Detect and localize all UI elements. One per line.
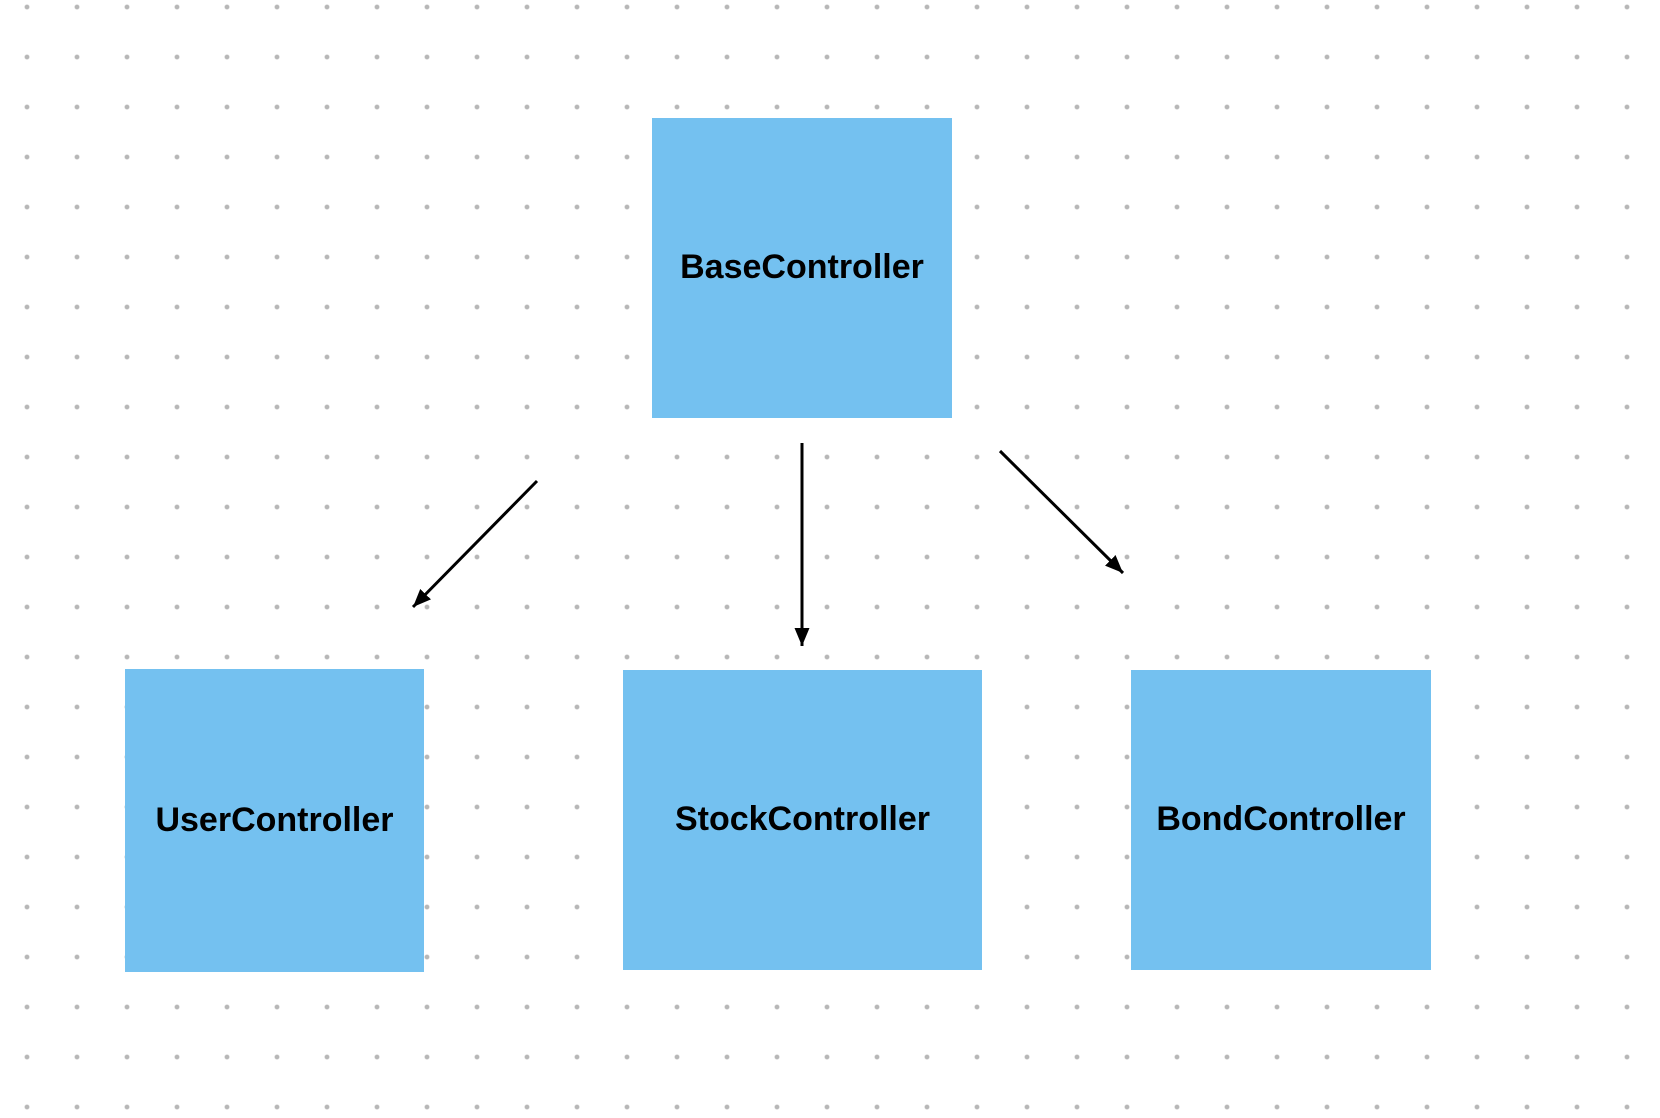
arrow-base-to-user[interactable] [411, 479, 539, 609]
node-basecontroller[interactable]: BaseController [652, 118, 952, 418]
node-usercontroller[interactable]: UserController [125, 669, 424, 972]
node-bondcontroller[interactable]: BondController [1131, 670, 1431, 970]
node-label: StockController [674, 800, 931, 839]
node-label: BondController [1156, 800, 1406, 839]
arrow-base-to-bond[interactable] [998, 449, 1125, 575]
node-label: BaseController [680, 248, 924, 287]
node-stockcontroller[interactable]: StockController [623, 670, 982, 970]
node-label: UserController [155, 800, 394, 839]
